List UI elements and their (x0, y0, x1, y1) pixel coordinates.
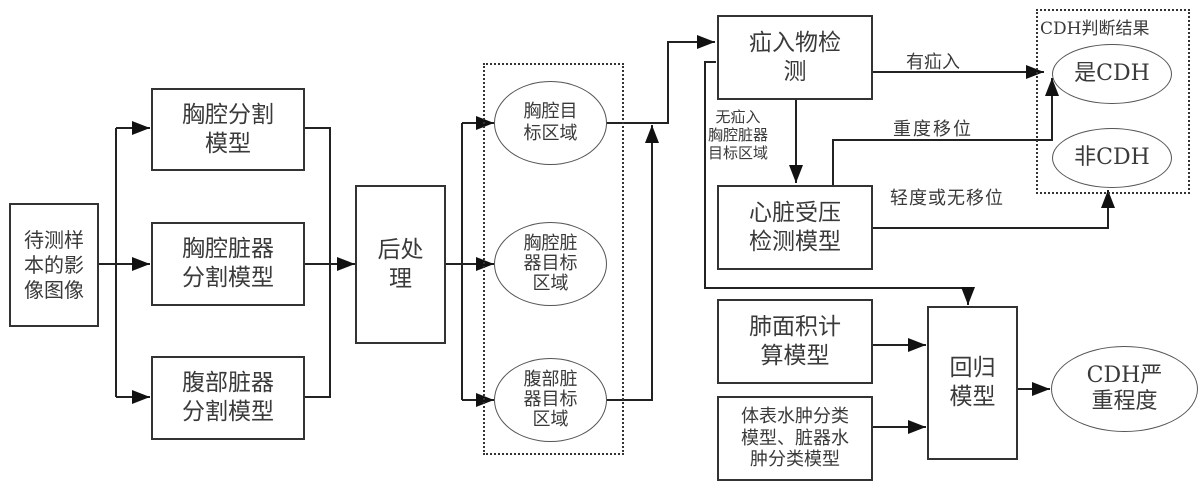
is-cdh-label: 是CDH (1074, 61, 1150, 87)
input-image-label: 待测样 本的影 像图像 (24, 227, 84, 302)
input-image-node: 待测样 本的影 像图像 (9, 203, 99, 327)
has-hernia-label: 有疝入 (906, 52, 960, 73)
abdomen-organ-seg-model-label: 腹部脏器 分割模型 (182, 370, 274, 425)
thorax-seg-model-node: 胸腔分割 模型 (151, 88, 305, 171)
edge-hernia-to-regression (704, 61, 975, 305)
edge-severe-shift (832, 78, 1059, 186)
regression-model-node: 回归 模型 (927, 306, 1018, 460)
cdh-result-title: CDH判断结果 (1040, 19, 1150, 39)
thorax-seg-model-label: 胸腔分割 模型 (182, 101, 274, 157)
edema-classification-model-node: 体表水肿分类 模型、脏器水 肿分类模型 (717, 396, 873, 481)
abdomen-organ-region-node: 腹部脏 器目标 区域 (494, 358, 607, 442)
thorax-organ-region-node: 胸腔脏 器目标 区域 (494, 222, 607, 306)
post-process-label: 后处 理 (377, 236, 424, 292)
region-group (483, 63, 624, 455)
cdh-severity-label: CDH严 重程度 (1086, 362, 1163, 414)
regression-model-label: 回归 模型 (949, 355, 996, 410)
is-cdh-node: 是CDH (1052, 44, 1172, 104)
edge-abdomen-region-out (606, 125, 659, 401)
lung-area-model-label: 肺面积计 算模型 (749, 313, 841, 369)
mild-or-none-shift-label: 轻度或无移位 (890, 188, 1004, 209)
thorax-organ-region-label: 胸腔脏 器目标 区域 (523, 232, 578, 295)
thorax-organ-seg-model-node: 胸腔脏器 分割模型 (151, 222, 305, 306)
abdomen-organ-seg-model-node: 腹部脏器 分割模型 (151, 356, 305, 440)
thorax-region-label: 胸腔目 标区域 (523, 100, 578, 145)
edema-classification-model-label: 体表水肿分类 模型、脏器水 肿分类模型 (741, 405, 849, 471)
thorax-region-node: 胸腔目 标区域 (494, 81, 607, 165)
edge-mild-shift (872, 190, 1115, 229)
edge-thorax-region-out (606, 35, 715, 124)
post-process-node: 后处 理 (355, 185, 446, 344)
heart-compression-model-label: 心脏受压 检测模型 (749, 199, 841, 255)
severe-shift-label: 重度移位 (893, 119, 973, 140)
lung-area-model-node: 肺面积计 算模型 (717, 299, 873, 384)
cdh-severity-node: CDH严 重程度 (1051, 346, 1198, 432)
edge-thorax-seg-out (304, 127, 331, 398)
not-cdh-label: 非CDH (1074, 145, 1150, 171)
cdh-result-group (1036, 9, 1190, 194)
thorax-organ-seg-model-label: 胸腔脏器 分割模型 (182, 236, 274, 291)
hernia-detection-label: 疝入物检 测 (749, 29, 841, 85)
not-cdh-node: 非CDH (1052, 128, 1172, 188)
hernia-detection-node: 疝入物检 测 (717, 15, 873, 100)
no-hernia-label: 无疝入 胸腔脏器 目标区域 (708, 108, 769, 162)
heart-compression-model-node: 心脏受压 检测模型 (717, 185, 873, 270)
abdomen-organ-region-label: 腹部脏 器目标 区域 (523, 368, 578, 431)
